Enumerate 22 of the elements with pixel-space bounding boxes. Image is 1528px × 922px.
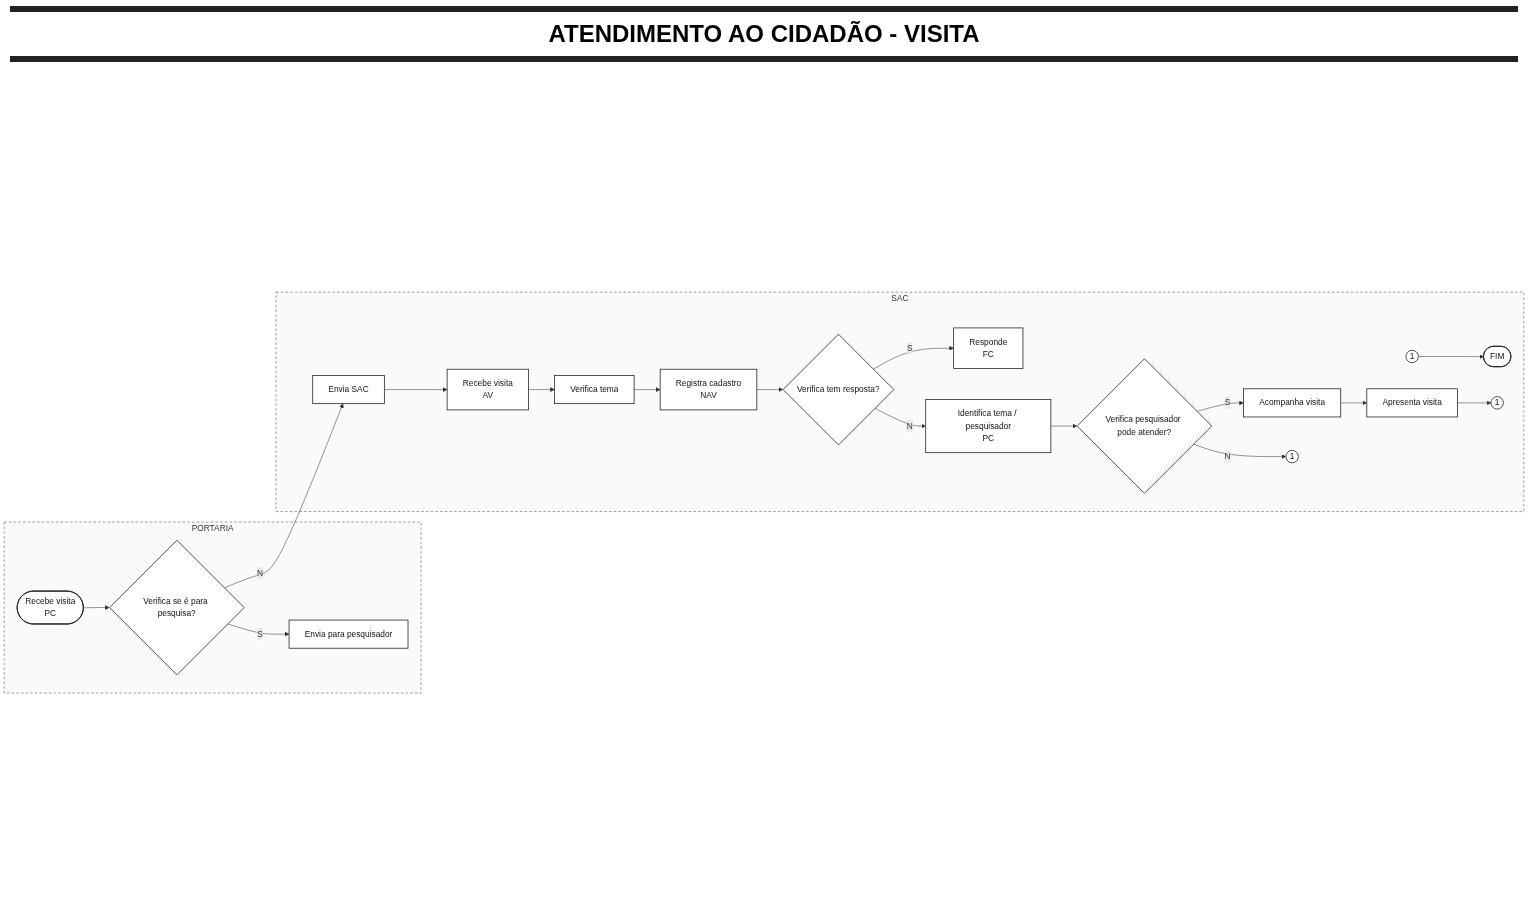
edge-label: S (906, 343, 913, 353)
edge-label: S (257, 629, 263, 639)
edge-label: N (1224, 452, 1231, 462)
node-circle: 1 (1405, 350, 1419, 364)
node-box: Envia SAC (312, 375, 385, 405)
node-box: Envia para pesquisador (288, 620, 409, 649)
node-box: Acompanha visita (1243, 388, 1342, 418)
node-box: Identifica tema / pesquisador PC (925, 399, 1052, 454)
node-circle: 1 (1490, 396, 1504, 410)
node-box: Registra cadastro NAV (659, 369, 758, 411)
node-box: Verifica tema (554, 375, 635, 405)
node-diamond: Verifica pesquisador pode atender? (1076, 358, 1213, 495)
diagram-title: ATENDIMENTO AO CIDADÃO - VISITA (10, 6, 1518, 62)
node-diamond: Verifica tem resposta? (782, 334, 895, 446)
edge-label: N (256, 568, 263, 578)
node-box: Apresenta visita (1366, 388, 1458, 418)
node-diamond: Verifica se é para pesquisa? (109, 540, 245, 676)
node-circle: 1 (1285, 450, 1299, 464)
edge-label: S (1224, 398, 1231, 408)
node-box: Responde FC (953, 327, 1024, 370)
edge-label: N (906, 421, 913, 431)
node-box: Recebe visita AV (446, 369, 529, 411)
